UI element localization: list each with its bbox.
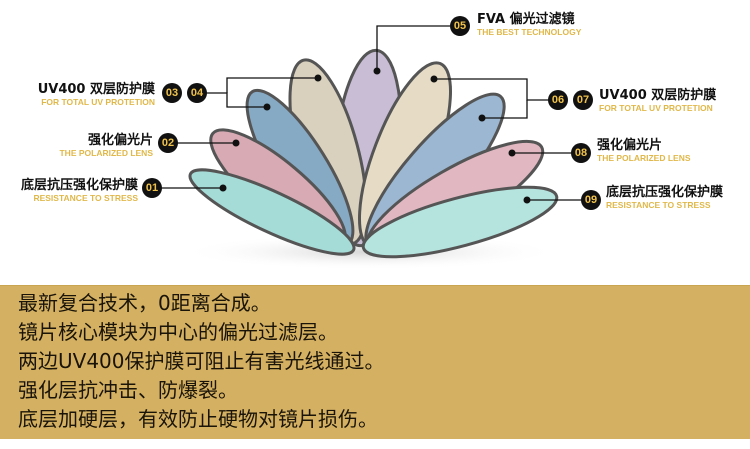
description-line: 最新复合技术，0距离合成。 xyxy=(18,291,271,315)
label-layer-02: 强化偏光片 THE POLARIZED LENS xyxy=(59,133,153,158)
label-title: FVA 偏光过滤镜 xyxy=(477,12,575,27)
description-line: 底层加硬层，有效防止硬物对镜片损伤。 xyxy=(18,407,378,431)
label-subtitle: RESISTANCE TO STRESS xyxy=(606,200,711,210)
label-title: UV400 双层防护膜 xyxy=(599,88,717,103)
leader-lines xyxy=(160,25,582,201)
label-title: 底层抗压强化保护膜 xyxy=(606,185,724,200)
label-layer-05: FVA 偏光过滤镜 THE BEST TECHNOLOGY xyxy=(477,12,581,37)
lens-layers-fan xyxy=(160,25,582,270)
label-layer-03-04: UV400 双层防护膜 FOR TOTAL UV PROTETION xyxy=(38,82,155,107)
label-layer-08: 强化偏光片 THE POLARIZED LENS xyxy=(597,138,691,163)
label-layer-06-07: UV400 双层防护膜 FOR TOTAL UV PROTETION xyxy=(599,88,716,113)
label-title: 底层抗压强化保护膜 xyxy=(20,178,138,193)
description-line: 强化层抗冲击、防爆裂。 xyxy=(18,378,238,402)
badge-06: 06 xyxy=(548,90,568,110)
badge-03: 03 xyxy=(162,83,182,103)
description-band: 最新复合技术，0距离合成。 镜片核心模块为中心的偏光过滤层。 两边UV400保护… xyxy=(0,285,750,439)
badge-09: 09 xyxy=(581,190,601,210)
description-line: 两边UV400保护膜可阻止有害光线通过。 xyxy=(18,349,385,373)
label-subtitle: FOR TOTAL UV PROTETION xyxy=(41,97,155,107)
label-subtitle: RESISTANCE TO STRESS xyxy=(33,193,138,203)
label-title: 强化偏光片 xyxy=(87,133,153,148)
badge-02: 02 xyxy=(158,133,178,153)
badge-01: 01 xyxy=(142,178,162,198)
lens-layer-01 xyxy=(188,168,356,256)
label-title: 强化偏光片 xyxy=(597,138,663,153)
label-subtitle: THE POLARIZED LENS xyxy=(597,153,691,163)
label-title: UV400 双层防护膜 xyxy=(37,82,155,97)
description-line: 镜片核心模块为中心的偏光过滤层。 xyxy=(18,320,338,344)
lens-layer-09 xyxy=(361,185,559,259)
label-layer-09: 底层抗压强化保护膜 RESISTANCE TO STRESS xyxy=(606,185,723,210)
badge-05: 05 xyxy=(450,16,470,36)
badge-07: 07 xyxy=(573,90,593,110)
badge-04: 04 xyxy=(187,83,207,103)
label-subtitle: THE BEST TECHNOLOGY xyxy=(477,27,582,37)
label-subtitle: FOR TOTAL UV PROTETION xyxy=(599,103,713,113)
badge-08: 08 xyxy=(571,143,591,163)
label-subtitle: THE POLARIZED LENS xyxy=(59,148,153,158)
label-layer-01: 底层抗压强化保护膜 RESISTANCE TO STRESS xyxy=(21,178,138,203)
